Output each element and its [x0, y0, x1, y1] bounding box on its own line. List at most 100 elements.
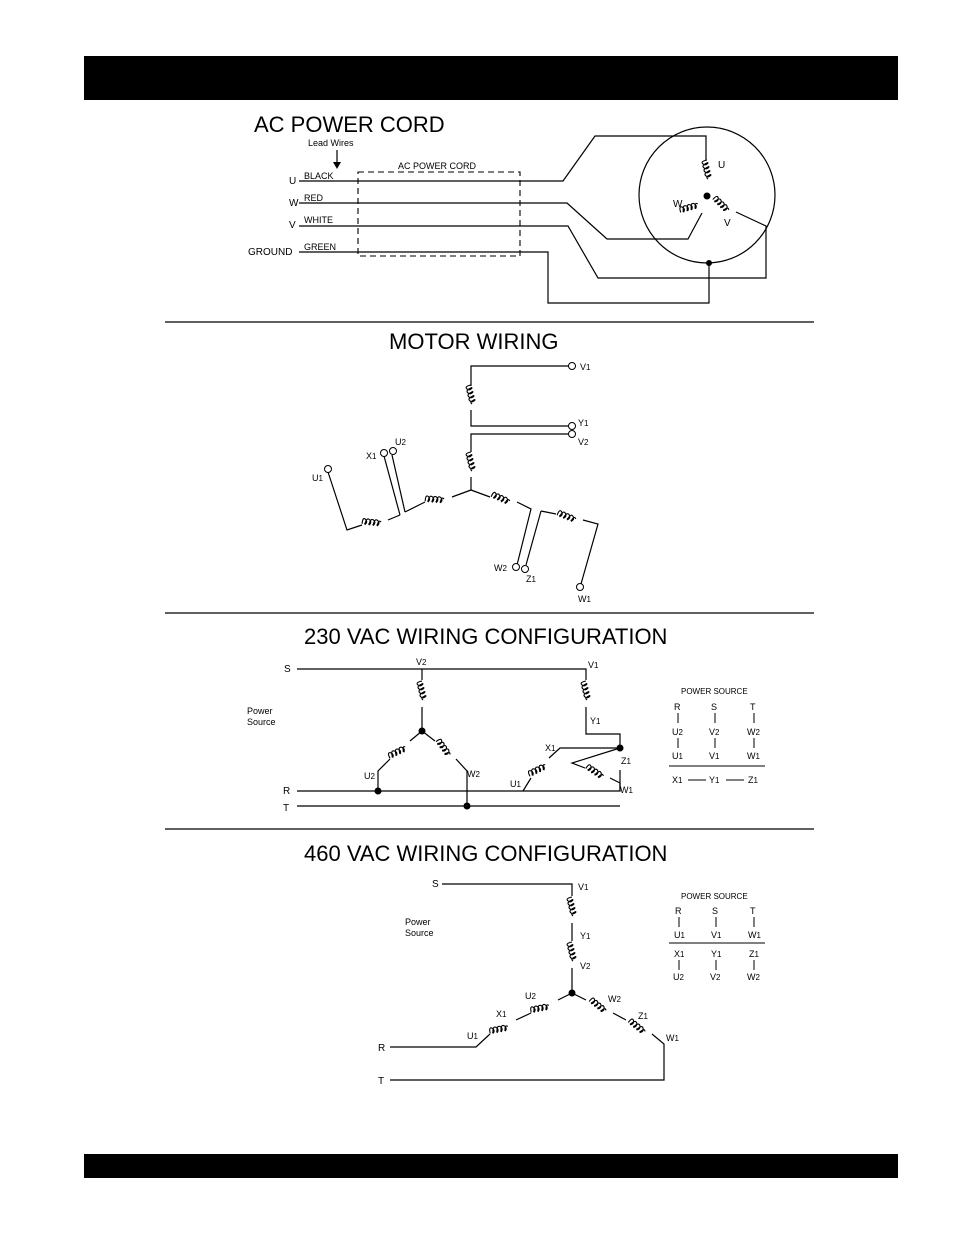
svg-text:R: R	[674, 702, 681, 712]
svg-text:W2: W2	[747, 727, 761, 737]
arrow-head-icon	[333, 162, 341, 169]
svg-text:W1: W1	[748, 930, 762, 940]
svg-text:U1: U1	[467, 1031, 479, 1041]
svg-text:U2: U2	[673, 972, 685, 982]
svg-text:V1: V1	[711, 930, 722, 940]
svg-text:W1: W1	[620, 785, 634, 795]
terminal-w1	[576, 583, 584, 591]
svg-text:S: S	[711, 702, 717, 712]
svg-text:U1: U1	[510, 779, 522, 789]
svg-text:V2: V2	[416, 657, 427, 667]
svg-text:V1: V1	[578, 882, 589, 892]
svg-text:X1: X1	[545, 743, 556, 753]
svg-text:W1: W1	[747, 751, 761, 761]
terminal-y1	[568, 422, 576, 430]
svg-text:Y1: Y1	[580, 931, 591, 941]
svg-text:S: S	[712, 906, 718, 916]
vac460-title: 460 VAC WIRING CONFIGURATION	[304, 841, 667, 866]
motor-wiring-section: MOTOR WIRING V1 Y1 V2 X1 U2 U1	[312, 329, 599, 604]
motor-label-u: U	[718, 160, 725, 171]
svg-text:Y1: Y1	[578, 418, 589, 428]
lead-terminal-w: W	[289, 198, 299, 209]
svg-text:Y1: Y1	[709, 775, 720, 785]
vac460-section: 460 VAC WIRING CONFIGURATION S R T Power…	[304, 841, 765, 1087]
motor-coil-u	[701, 159, 712, 180]
svg-text:V1: V1	[709, 751, 720, 761]
lead-wires-label: Lead Wires	[308, 138, 354, 148]
ac-power-cord-title: AC POWER CORD	[254, 112, 445, 137]
motor-label-w: W	[673, 199, 683, 210]
svg-text:Z1: Z1	[749, 949, 760, 959]
svg-text:U1: U1	[312, 473, 324, 483]
svg-text:R: R	[378, 1043, 385, 1054]
svg-text:R: R	[283, 786, 290, 797]
svg-text:T: T	[750, 702, 756, 712]
svg-text:W2: W2	[747, 972, 761, 982]
svg-text:U2: U2	[395, 437, 407, 447]
svg-text:V1: V1	[580, 362, 591, 372]
svg-text:Z1: Z1	[526, 574, 537, 584]
svg-text:U1: U1	[674, 930, 686, 940]
cord-box	[357, 171, 521, 257]
wire-white	[299, 211, 767, 279]
svg-text:POWER SOURCE: POWER SOURCE	[681, 892, 748, 901]
svg-text:T: T	[378, 1076, 384, 1087]
terminal-u1	[324, 465, 332, 473]
terminal-v1	[568, 362, 576, 370]
svg-text:Z1: Z1	[621, 756, 632, 766]
vac230-title: 230 VAC WIRING CONFIGURATION	[304, 624, 667, 649]
vac230-table: POWER SOURCE R S T U2 V2 W2 U1 V1 W1 X1 …	[669, 687, 765, 785]
svg-text:V2: V2	[710, 972, 721, 982]
cord-box-label: AC POWER CORD	[398, 161, 477, 171]
motor-neutral-dot	[703, 192, 711, 200]
terminal-z1	[521, 565, 529, 573]
motor-wiring-title: MOTOR WIRING	[389, 329, 558, 354]
svg-text:Z1: Z1	[638, 1011, 649, 1021]
svg-text:T: T	[283, 803, 289, 814]
vac230-section: 230 VAC WIRING CONFIGURATION S R T Power…	[247, 624, 765, 814]
svg-text:R: R	[675, 906, 682, 916]
wire-black	[299, 135, 707, 182]
svg-text:W2: W2	[494, 563, 508, 573]
ac-power-cord-section: AC POWER CORD Lead Wires AC POWER CORD U…	[248, 112, 776, 304]
svg-text:X1: X1	[496, 1009, 507, 1019]
svg-text:S: S	[284, 664, 291, 675]
wire-green	[299, 251, 710, 304]
lead-color-green: GREEN	[304, 242, 336, 252]
lead-terminal-ground: GROUND	[248, 247, 292, 258]
terminal-w2	[512, 563, 520, 571]
svg-text:U2: U2	[525, 991, 537, 1001]
terminal-x1	[380, 449, 388, 457]
lead-terminal-u: U	[289, 176, 296, 187]
svg-text:T: T	[750, 906, 756, 916]
motor-coil-v	[710, 194, 733, 214]
svg-text:S: S	[432, 879, 439, 890]
lead-color-red: RED	[304, 193, 324, 203]
header-bar	[84, 56, 898, 100]
vac460-table: POWER SOURCE R S T U1 V1 W1 X1 Y1 Z1 U2 …	[669, 892, 765, 982]
svg-text:W2: W2	[467, 769, 481, 779]
svg-text:W1: W1	[666, 1033, 680, 1043]
ground-dot	[706, 260, 712, 266]
svg-text:V2: V2	[578, 437, 589, 447]
svg-text:Y1: Y1	[711, 949, 722, 959]
svg-text:U1: U1	[672, 751, 684, 761]
lead-color-black: BLACK	[304, 171, 334, 181]
terminal-u2	[389, 447, 397, 455]
terminal-v2	[568, 430, 576, 438]
lead-color-white: WHITE	[304, 215, 333, 225]
svg-text:X1: X1	[674, 949, 685, 959]
svg-text:X1: X1	[366, 451, 377, 461]
svg-text:Z1: Z1	[748, 775, 759, 785]
lead-terminal-v: V	[289, 220, 296, 231]
svg-text:X1: X1	[672, 775, 683, 785]
svg-text:POWER SOURCE: POWER SOURCE	[681, 687, 748, 696]
svg-text:U2: U2	[364, 771, 376, 781]
svg-text:U2: U2	[672, 727, 684, 737]
motor-label-v: V	[724, 218, 731, 229]
svg-text:W2: W2	[608, 994, 622, 1004]
svg-text:V2: V2	[580, 961, 591, 971]
svg-text:Y1: Y1	[590, 716, 601, 726]
